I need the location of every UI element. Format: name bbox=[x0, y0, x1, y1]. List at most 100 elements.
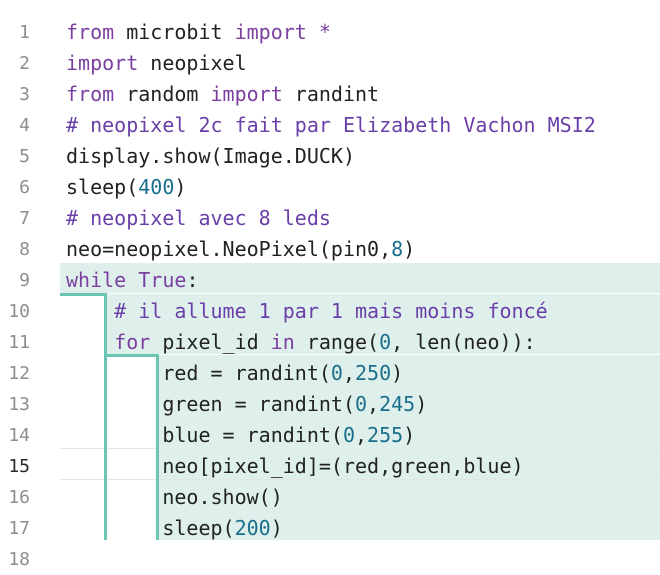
code-token bbox=[126, 268, 138, 292]
code-line[interactable]: 6 sleep(400) bbox=[0, 172, 660, 203]
keyword-token: in bbox=[270, 330, 295, 354]
while-block-highlight bbox=[60, 263, 660, 293]
line-code[interactable]: for pixel_id in range(0, len(neo)): bbox=[66, 327, 536, 358]
code-token bbox=[66, 299, 114, 323]
line-code[interactable]: neo[pixel_id]=(red,green,blue) bbox=[66, 451, 523, 482]
comment-token: # neopixel 2c fait par Elizabeth Vachon … bbox=[66, 113, 596, 137]
line-code[interactable]: red = randint(0,250) bbox=[66, 358, 403, 389]
code-token: , len(neo)): bbox=[391, 330, 536, 354]
line-number: 16 bbox=[8, 487, 30, 508]
line-code[interactable]: # il allume 1 par 1 mais moins foncé bbox=[66, 296, 548, 327]
line-number: 10 bbox=[8, 301, 30, 322]
line-code[interactable]: display.show(Image.DUCK) bbox=[66, 141, 355, 172]
line-code[interactable]: from microbit import * bbox=[66, 17, 331, 48]
code-line[interactable]: 14 blue = randint(0,255) bbox=[0, 420, 660, 451]
code-token: microbit bbox=[114, 20, 235, 44]
code-token: pixel_id bbox=[150, 330, 271, 354]
code-token: ) bbox=[403, 423, 416, 447]
keyword-token: import bbox=[234, 20, 307, 44]
line-code[interactable]: green = randint(0,245) bbox=[66, 389, 427, 420]
code-line[interactable]: 5 display.show(Image.DUCK) bbox=[0, 141, 660, 172]
for-block-highlight bbox=[106, 324, 660, 354]
line-number: 5 bbox=[19, 146, 30, 167]
line-code[interactable]: neo=neopixel.NeoPixel(pin0,8) bbox=[66, 234, 415, 265]
line-code[interactable]: from random import randint bbox=[66, 79, 379, 110]
code-line[interactable]: 17 sleep(200) bbox=[0, 513, 660, 544]
code-token: ) bbox=[270, 516, 283, 540]
code-token bbox=[66, 330, 114, 354]
code-token: neopixel bbox=[138, 51, 247, 75]
line-code[interactable]: sleep(200) bbox=[66, 513, 283, 544]
while-guide-top bbox=[60, 293, 106, 296]
while-body-highlight bbox=[106, 294, 660, 324]
keyword-token: True bbox=[138, 268, 187, 292]
number-token: 400 bbox=[138, 175, 175, 199]
line-number: 9 bbox=[19, 270, 30, 291]
line-number: 13 bbox=[8, 394, 30, 415]
code-line[interactable]: 2 import neopixel bbox=[0, 48, 660, 79]
line-number: 2 bbox=[19, 53, 30, 74]
code-line[interactable]: 16 neo.show() bbox=[0, 482, 660, 513]
line-number: 3 bbox=[19, 84, 30, 105]
keyword-token: from bbox=[66, 82, 115, 106]
line-number: 12 bbox=[8, 363, 30, 384]
line-code[interactable]: neo.show() bbox=[66, 482, 283, 513]
keyword-token: from bbox=[66, 20, 115, 44]
keyword-token: import bbox=[66, 51, 139, 75]
line-code[interactable]: blue = randint(0,255) bbox=[66, 420, 415, 451]
code-token: , bbox=[367, 392, 380, 416]
code-token: neo=neopixel.NeoPixel(pin0, bbox=[66, 237, 392, 261]
line-number: 18 bbox=[8, 549, 30, 570]
for-guide-vertical bbox=[156, 354, 159, 540]
number-token: 250 bbox=[355, 361, 392, 385]
code-line[interactable]: 9 while True: bbox=[0, 265, 660, 296]
line-number: 17 bbox=[8, 518, 30, 539]
code-line[interactable]: 15 neo[pixel_id]=(red,green,blue) bbox=[0, 451, 660, 482]
line-code[interactable]: # neopixel 2c fait par Elizabeth Vachon … bbox=[66, 110, 596, 141]
line-code[interactable]: import neopixel bbox=[66, 48, 247, 79]
code-token: green = randint( bbox=[66, 392, 355, 416]
current-line-marker-bottom bbox=[60, 479, 660, 480]
keyword-token: * bbox=[318, 20, 331, 44]
code-line[interactable]: 7# neopixel avec 8 leds bbox=[0, 203, 660, 234]
code-token: sleep( bbox=[66, 175, 139, 199]
line-number: 6 bbox=[19, 177, 30, 198]
line-code[interactable]: while True: bbox=[66, 265, 198, 296]
code-token: range( bbox=[294, 330, 380, 354]
for-guide-top bbox=[106, 354, 158, 357]
code-line[interactable]: 10 # il allume 1 par 1 mais moins foncé bbox=[0, 296, 660, 327]
code-line[interactable]: 3 from random import randint bbox=[0, 79, 660, 110]
code-token: sleep( bbox=[66, 516, 235, 540]
code-line[interactable]: 13 green = randint(0,245) bbox=[0, 389, 660, 420]
comment-token: # il allume 1 par 1 mais moins foncé bbox=[114, 299, 548, 323]
number-token: 200 bbox=[234, 516, 271, 540]
line-code[interactable]: # neopixel avec 8 leds bbox=[66, 203, 331, 234]
keyword-token: for bbox=[114, 330, 151, 354]
number-token: 8 bbox=[391, 237, 404, 261]
number-token: 0 bbox=[354, 392, 368, 416]
line-code[interactable]: sleep(400) bbox=[66, 172, 186, 203]
code-token: , bbox=[355, 423, 368, 447]
line-number: 15 bbox=[8, 456, 30, 477]
code-token: ) bbox=[391, 361, 404, 385]
current-line-marker bbox=[60, 448, 660, 449]
code-token: ) bbox=[415, 392, 428, 416]
keyword-token: import bbox=[210, 82, 283, 106]
code-token: , bbox=[342, 361, 355, 385]
code-line[interactable]: 4# neopixel 2c fait par Elizabeth Vachon… bbox=[0, 110, 660, 141]
code-token: display.show(Image.DUCK) bbox=[66, 144, 355, 168]
line-number: 8 bbox=[19, 239, 30, 260]
code-line[interactable]: 11 for pixel_id in range(0, len(neo)): bbox=[0, 327, 660, 358]
number-token: 245 bbox=[379, 392, 416, 416]
code-line[interactable]: 18 bbox=[0, 544, 660, 575]
code-line[interactable]: 12 red = randint(0,250) bbox=[0, 358, 660, 389]
keyword-token: while bbox=[66, 268, 127, 292]
code-token: neo.show() bbox=[66, 485, 283, 509]
code-token: blue = randint( bbox=[66, 423, 343, 447]
while-guide-vertical bbox=[104, 293, 107, 540]
code-token: : bbox=[186, 268, 199, 292]
number-token: 0 bbox=[379, 330, 392, 354]
